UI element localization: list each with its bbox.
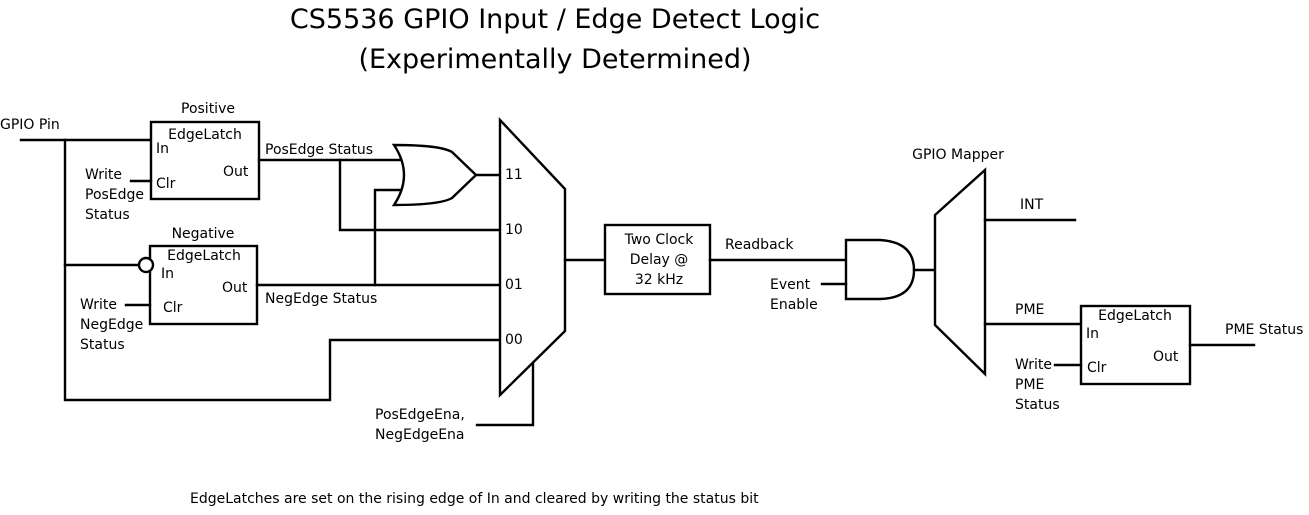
positive-in-port: In — [156, 141, 169, 157]
negative-latch-name: EdgeLatch — [167, 248, 241, 264]
footnote: EdgeLatches are set on the rising edge o… — [190, 491, 759, 507]
write-posedge-label-2: PosEdge — [85, 187, 144, 203]
write-posedge-label-3: Status — [85, 207, 130, 223]
negative-edge-latch: Negative EdgeLatch In Clr Out Write NegE… — [80, 226, 259, 353]
event-enable-label-2: Enable — [770, 297, 818, 313]
status-wiring: PosEdge Status NegEdge Status — [255, 142, 502, 307]
negedge-to-or-wire — [373, 188, 406, 287]
pme-clr-port: Clr — [1087, 360, 1107, 376]
or-gate — [391, 143, 502, 207]
mux-input-10: 10 — [505, 222, 523, 238]
pme-status-label: PME Status — [1225, 322, 1303, 338]
positive-edge-latch: Positive EdgeLatch In Clr Out Write PosE… — [85, 101, 261, 223]
mux-select-label-1: PosEdgeEna, — [375, 407, 465, 423]
pme-out-port: Out — [1153, 349, 1179, 365]
write-posedge-label-1: Write — [85, 167, 122, 183]
delay-box — [603, 223, 712, 296]
inverter-bubble-icon — [137, 256, 155, 274]
gpio-pin-wiring: GPIO Pin — [0, 117, 502, 402]
positive-latch-box — [149, 120, 261, 201]
gpio-bypass-wire — [63, 138, 502, 402]
negedge-status-label: NegEdge Status — [265, 291, 377, 307]
negative-in-port: In — [161, 266, 174, 282]
negative-clr-port: Clr — [163, 300, 183, 316]
gpio-mapper-caption: GPIO Mapper — [912, 147, 1004, 163]
event-enable-label-1: Event — [770, 277, 811, 293]
pme-in-port: In — [1086, 326, 1099, 342]
mux-select-wire — [475, 361, 535, 427]
diagram-subtitle: (Experimentally Determined) — [358, 44, 751, 75]
int-label: INT — [1020, 197, 1044, 213]
delay-line-3: 32 kHz — [635, 272, 683, 288]
write-negedge-label-3: Status — [80, 337, 125, 353]
mux-input-01: 01 — [505, 277, 523, 293]
write-negedge-label-2: NegEdge — [80, 317, 143, 333]
pme-edge-latch: EdgeLatch In Clr Out Write PME Status PM… — [1015, 304, 1303, 413]
write-pme-label-2: PME — [1015, 377, 1044, 393]
readback-label: Readback — [725, 237, 794, 253]
posedge-status-label: PosEdge Status — [265, 142, 373, 158]
delay-line-2: Delay @ — [630, 252, 689, 268]
or-gate-icon — [391, 143, 478, 207]
mapper-shape — [933, 167, 987, 377]
two-clock-delay: Two Clock Delay @ 32 kHz Readback — [603, 223, 848, 296]
mux-select-label-2: NegEdgeEna — [375, 427, 465, 443]
multiplexer: 11 10 01 00 PosEdgeEna, NegEdgeEna — [375, 116, 607, 443]
delay-line-1: Two Clock — [624, 232, 695, 248]
gpio-mapper: GPIO Mapper INT PME — [912, 147, 1083, 377]
negative-caption: Negative — [172, 226, 235, 242]
positive-clr-port: Clr — [156, 176, 176, 192]
positive-out-port: Out — [223, 164, 249, 180]
write-negedge-label-1: Write — [80, 297, 117, 313]
and-gate: Event Enable — [770, 238, 937, 313]
mux-input-00: 00 — [505, 332, 523, 348]
write-pme-label-1: Write — [1015, 357, 1052, 373]
pme-latch-box — [1079, 304, 1192, 386]
positive-caption: Positive — [181, 101, 235, 117]
write-pme-label-3: Status — [1015, 397, 1060, 413]
mux-shape — [498, 116, 567, 398]
posedge-to-mux10-wire — [338, 158, 502, 232]
diagram-title: CS5536 GPIO Input / Edge Detect Logic — [290, 4, 820, 35]
and-gate-icon — [844, 238, 916, 301]
pme-latch-name: EdgeLatch — [1098, 308, 1172, 324]
negative-out-port: Out — [222, 280, 248, 296]
pme-label: PME — [1015, 302, 1044, 318]
gpio-pin-label: GPIO Pin — [0, 117, 60, 133]
mux-input-11: 11 — [505, 167, 523, 183]
positive-latch-name: EdgeLatch — [168, 127, 242, 143]
